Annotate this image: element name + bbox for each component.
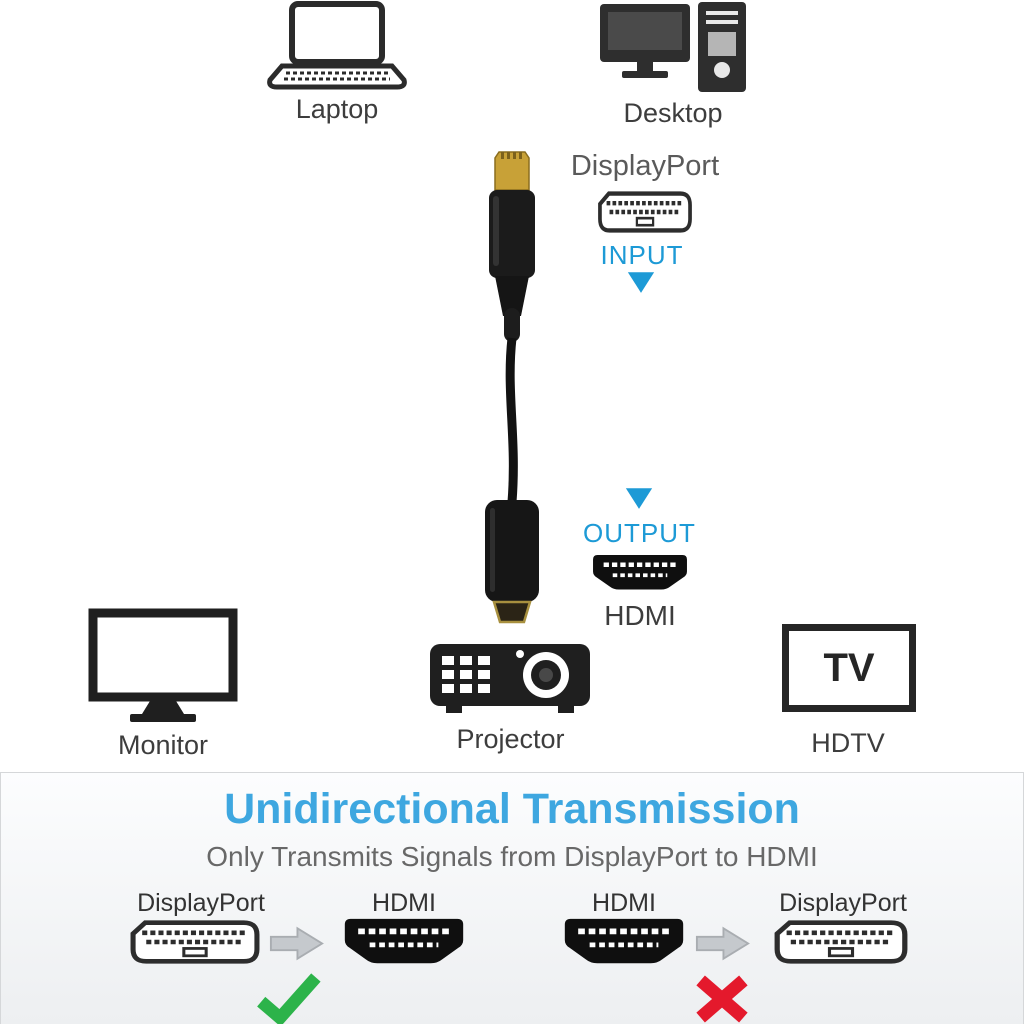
hdmi-port-icon xyxy=(344,918,464,964)
allowed-from-label: DisplayPort xyxy=(137,889,265,917)
displayport-port-icon xyxy=(598,191,692,233)
hdtv-label: HDTV xyxy=(811,728,885,758)
output-down-arrow-icon xyxy=(625,488,653,509)
output-label: OUTPUT xyxy=(583,518,696,548)
projector-icon xyxy=(430,644,590,713)
checkmark-icon xyxy=(257,973,321,1024)
displayport-label: DisplayPort xyxy=(570,150,720,182)
displayport-port-icon xyxy=(774,920,908,964)
hdmi-label: HDMI xyxy=(604,600,676,631)
banner-title: Unidirectional Transmission xyxy=(224,785,800,833)
blocked-from-label: HDMI xyxy=(592,889,656,917)
laptop-label: Laptop xyxy=(295,94,379,124)
tv-icon: TV xyxy=(782,624,916,712)
unidirectional-banner: Unidirectional Transmission Only Transmi… xyxy=(0,772,1024,1024)
arrow-right-icon xyxy=(269,926,324,961)
hdmi-port-icon xyxy=(564,918,684,964)
arrow-right-icon xyxy=(695,926,750,961)
input-down-arrow-icon xyxy=(627,272,655,293)
blocked-to-label: DisplayPort xyxy=(779,889,907,917)
allowed-to-label: HDMI xyxy=(372,889,436,917)
projector-label: Projector xyxy=(456,724,565,754)
hdmi-port-icon xyxy=(593,555,687,590)
dp-to-hdmi-adapter-image xyxy=(485,151,539,624)
desktop-icon xyxy=(600,2,746,92)
monitor-label: Monitor xyxy=(117,730,209,760)
banner-subtitle: Only Transmits Signals from DisplayPort … xyxy=(206,841,818,872)
cross-icon xyxy=(696,975,748,1023)
displayport-port-icon xyxy=(130,920,260,964)
input-label: INPUT xyxy=(600,240,684,270)
desktop-label: Desktop xyxy=(623,98,723,128)
tv-text: TV xyxy=(823,645,875,690)
monitor-icon xyxy=(88,608,238,722)
laptop-icon xyxy=(267,1,407,90)
